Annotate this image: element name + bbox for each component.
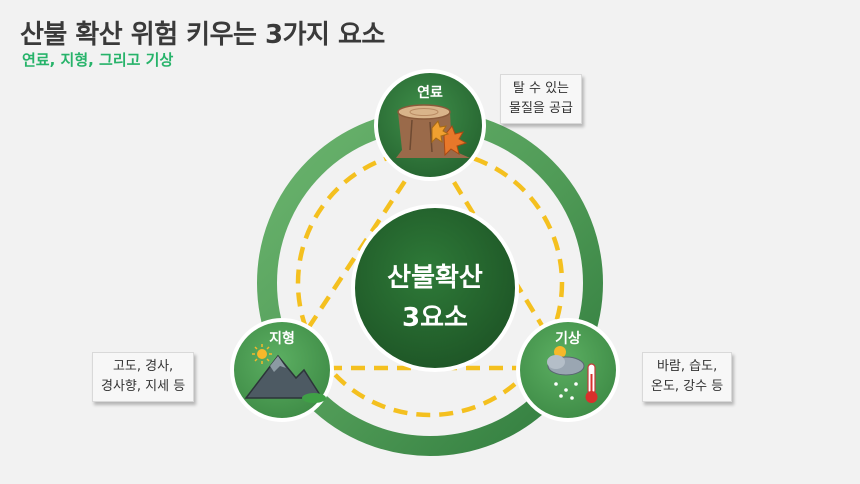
slide-subtitle: 연료, 지형, 그리고 기상	[22, 51, 174, 69]
terrain-note-line-2: 경사향, 지세 등	[101, 379, 186, 394]
center-circle	[351, 204, 519, 372]
center-line-2: 3요소	[402, 303, 468, 333]
terrain-note-line-1: 고도, 경사,	[112, 359, 174, 374]
center-line-1: 산불확산	[387, 263, 483, 293]
weather-note-line-1: 바람, 습도,	[656, 359, 718, 374]
weather-note-line-2: 온도, 강수 등	[651, 379, 724, 394]
terrain-label: 지형	[269, 331, 295, 347]
center-text: 산불확산 3요소	[350, 258, 520, 338]
fuel-note-line-1: 탈 수 있는	[512, 81, 570, 96]
fuel-note-line-2: 물질을 공급	[509, 101, 573, 116]
mountains-sun-icon	[244, 344, 326, 403]
fuel-label: 연료	[417, 85, 443, 101]
tree-stump-icon	[396, 104, 470, 158]
slide-title: 산불 확산 위험 키우는 3가지 요소	[20, 20, 385, 50]
weather-label: 기상	[555, 331, 581, 347]
terrain-note: 고도, 경사, 경사향, 지세 등	[92, 352, 195, 402]
weather-note: 바람, 습도, 온도, 강수 등	[642, 352, 733, 402]
snow-cloud-thermometer-icon	[547, 346, 598, 403]
fuel-note: 탈 수 있는 물질을 공급	[500, 74, 582, 124]
